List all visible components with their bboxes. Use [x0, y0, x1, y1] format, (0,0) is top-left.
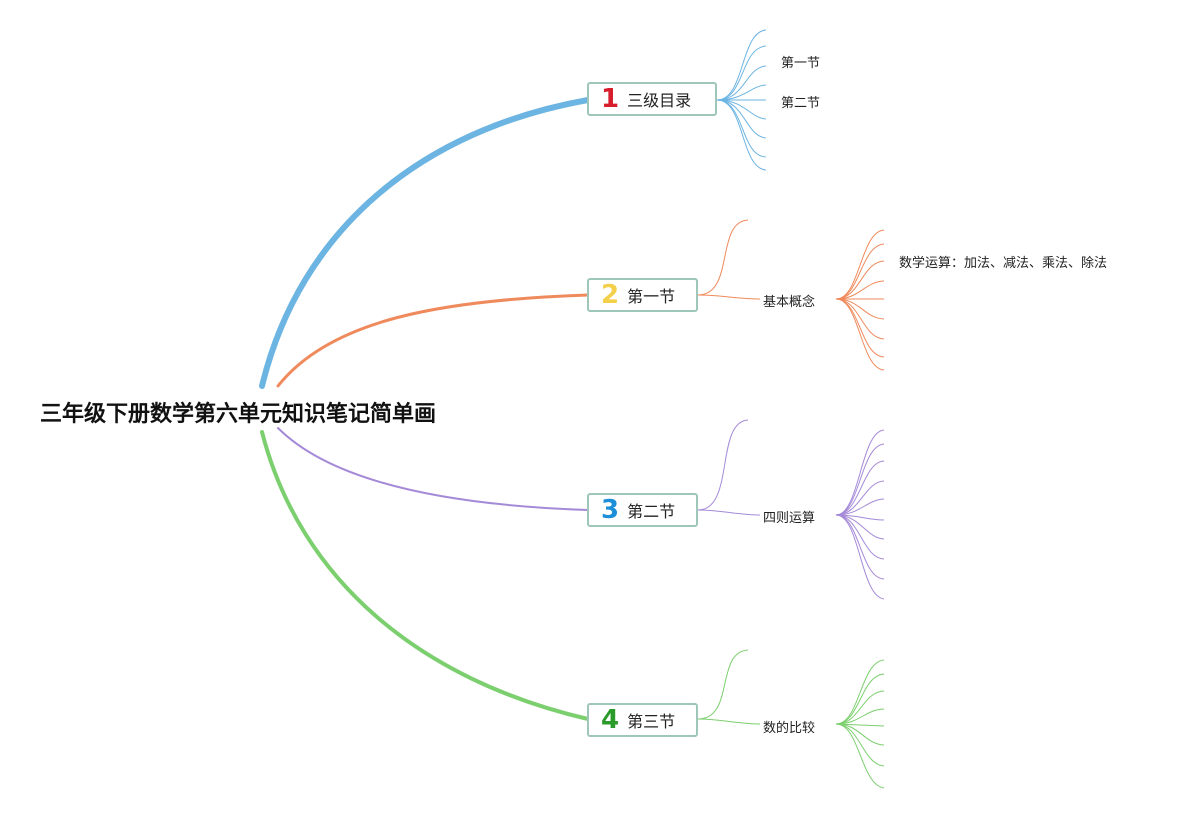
branch-2-sub-leaf-1[interactable]: 数学运算：加法、减法、乘法、除法	[899, 256, 1108, 271]
branch-1-node[interactable]: 1 三级目录	[587, 82, 717, 116]
branch-2-connector	[276, 293, 590, 388]
branch-1-number: 1	[601, 84, 620, 114]
branch-1-leaf-2[interactable]: 第二节	[781, 96, 821, 111]
branch-2-label: 第一节	[627, 287, 676, 306]
branch-3-label: 第二节	[627, 502, 676, 521]
branch-4-label: 第三节	[627, 712, 676, 731]
branch-4-fan	[697, 649, 885, 789]
branch-2-number: 2	[601, 280, 620, 310]
branch-1-fan	[716, 29, 767, 171]
branch-3-connector	[277, 427, 589, 511]
branch-3-fan	[697, 419, 885, 600]
branch-4-connector	[260, 430, 590, 721]
branch-4-node[interactable]: 4 第三节	[587, 703, 698, 737]
branch-3-node[interactable]: 3 第二节	[587, 493, 698, 527]
branch-1-leaf-1[interactable]: 第一节	[781, 56, 821, 71]
branch-4-sub-topic[interactable]: 数的比较	[763, 721, 816, 736]
branch-3-number: 3	[601, 495, 620, 525]
branch-2-sub-topic[interactable]: 基本概念	[763, 295, 816, 310]
branch-4-number: 4	[601, 705, 620, 735]
branch-3-sub-topic[interactable]: 四则运算	[763, 511, 816, 526]
branch-2-node[interactable]: 2 第一节	[587, 278, 698, 312]
branch-2-fan	[697, 219, 885, 371]
root-topic[interactable]: 三年级下册数学第六单元知识笔记简单画	[40, 402, 437, 427]
branch-1-label: 三级目录	[627, 91, 692, 110]
branch-1-connector	[259, 97, 591, 389]
